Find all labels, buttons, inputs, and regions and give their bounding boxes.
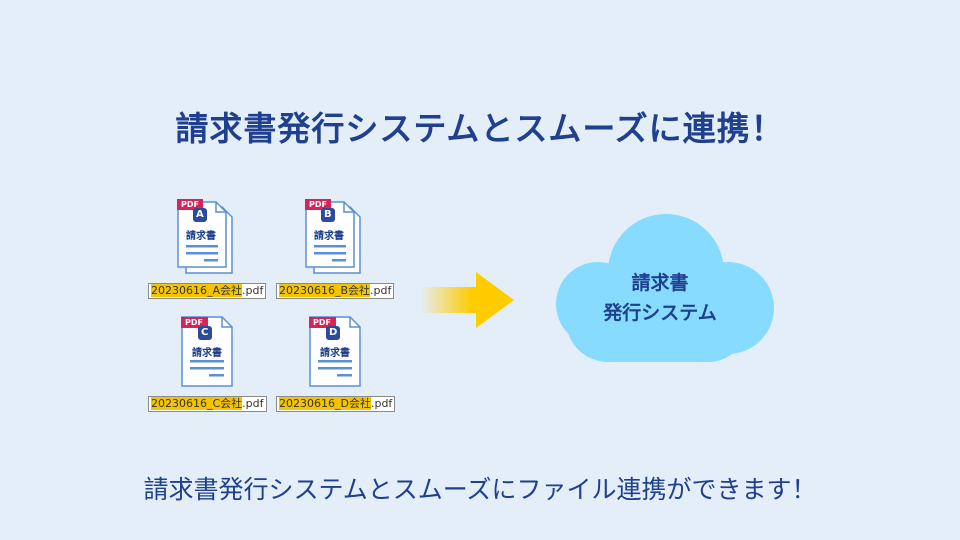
pdf-document-a: PDF A 請求書 20230616_A会社.pdf — [148, 199, 274, 309]
document-label: 請求書 — [192, 348, 222, 359]
page-subtitle: 請求書発行システムとスムーズにファイル連携ができます！ — [143, 475, 817, 504]
filename-highlight: 20230616_D会社 — [279, 397, 371, 410]
pdf-badge-label: PDF — [309, 200, 327, 209]
document-stack-icon — [305, 199, 361, 274]
filename-extension: .pdf — [242, 284, 264, 297]
filename-highlight: 20230616_A会社 — [151, 284, 243, 297]
document-letter: D — [329, 327, 338, 338]
document-stack-icon — [177, 199, 233, 274]
document-label: 請求書 — [186, 231, 216, 242]
cloud-label: 請求書 発行システム — [560, 268, 760, 328]
pdf-document-d: PDF D 請求書 20230616_D会社.pdf — [276, 312, 402, 422]
filename-label: 20230616_A会社.pdf — [148, 283, 267, 299]
pdf-document-b: PDF B 請求書 20230616_B会社.pdf — [276, 199, 402, 309]
right-arrow-icon — [420, 272, 514, 328]
document-icon — [181, 316, 233, 387]
filename-highlight: 20230616_B会社 — [279, 284, 371, 297]
document-letter: B — [324, 209, 332, 220]
cloud-icon — [556, 214, 774, 362]
filename-extension: .pdf — [242, 397, 264, 410]
filename-highlight: 20230616_C会社 — [151, 397, 243, 410]
filename-extension: .pdf — [370, 284, 392, 297]
filename-extension: .pdf — [370, 397, 393, 410]
page-title: 請求書発行システムとスムーズに連携！ — [175, 109, 785, 148]
filename-label: 20230616_C会社.pdf — [148, 396, 267, 412]
filename-label: 20230616_D会社.pdf — [276, 396, 396, 412]
cloud-label-line2: 発行システム — [603, 302, 717, 324]
cloud-label-line1: 請求書 — [631, 272, 689, 294]
document-label: 請求書 — [320, 348, 350, 359]
document-label: 請求書 — [314, 231, 344, 242]
filename-label: 20230616_B会社.pdf — [276, 283, 395, 299]
document-icon — [309, 316, 361, 387]
pdf-document-c: PDF C 請求書 20230616_C会社.pdf — [148, 312, 274, 422]
pdf-badge-label: PDF — [181, 200, 199, 209]
document-letter: A — [196, 209, 204, 220]
document-letter: C — [201, 327, 209, 338]
pdf-badge-label: PDF — [185, 318, 203, 327]
pdf-badge-label: PDF — [313, 318, 331, 327]
